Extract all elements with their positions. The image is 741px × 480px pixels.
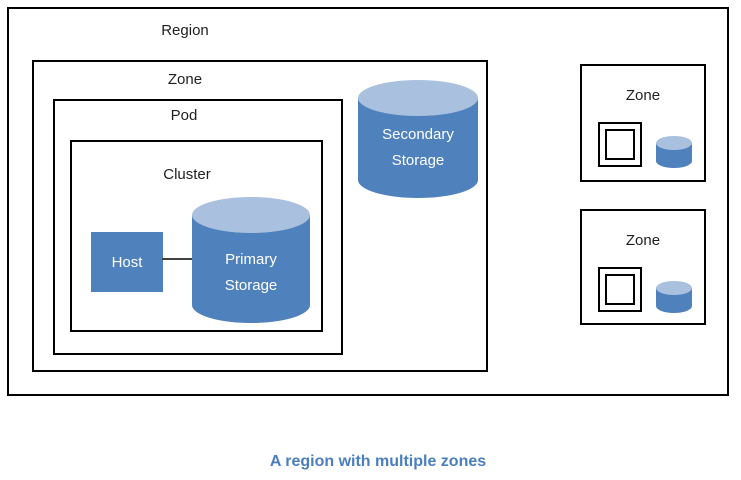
cylinder-top-ellipse — [358, 80, 478, 116]
cluster-label: Cluster — [163, 166, 211, 183]
nested-squares-icon — [598, 122, 642, 167]
pod-label: Pod — [170, 107, 198, 124]
diagram-caption: A region with multiple zones — [269, 453, 487, 470]
region-box — [7, 7, 729, 396]
zone-label: Zone — [167, 71, 203, 88]
right-zone-1-label: Zone — [625, 87, 661, 104]
region-label: Region — [161, 22, 209, 39]
secondary-storage-cylinder-icon: Secondary Storage — [358, 80, 478, 198]
secondary-storage-label: Secondary Storage — [382, 126, 454, 169]
primary-storage-cylinder-icon: Primary Storage — [192, 197, 310, 323]
inner-square — [605, 274, 635, 305]
inner-square — [605, 129, 635, 160]
pod-box — [53, 99, 343, 355]
right-zone-box-1: Zone — [580, 64, 706, 182]
nested-squares-icon — [598, 267, 642, 312]
storage-cylinder-icon — [656, 281, 692, 313]
storage-cylinder-icon — [656, 136, 692, 168]
right-zone-box-2: Zone — [580, 209, 706, 325]
cluster-box — [70, 140, 323, 332]
host-box: Host — [91, 232, 163, 292]
zone-box — [32, 60, 488, 372]
cylinder-top-ellipse — [192, 197, 310, 233]
cylinder-body — [192, 215, 310, 323]
host-storage-connector — [162, 258, 193, 260]
cylinder-top-ellipse — [656, 281, 692, 295]
cylinder-top-ellipse — [656, 136, 692, 150]
primary-storage-label: Primary Storage — [224, 251, 278, 294]
host-label: Host — [111, 253, 143, 271]
right-zone-2-label: Zone — [625, 232, 661, 249]
